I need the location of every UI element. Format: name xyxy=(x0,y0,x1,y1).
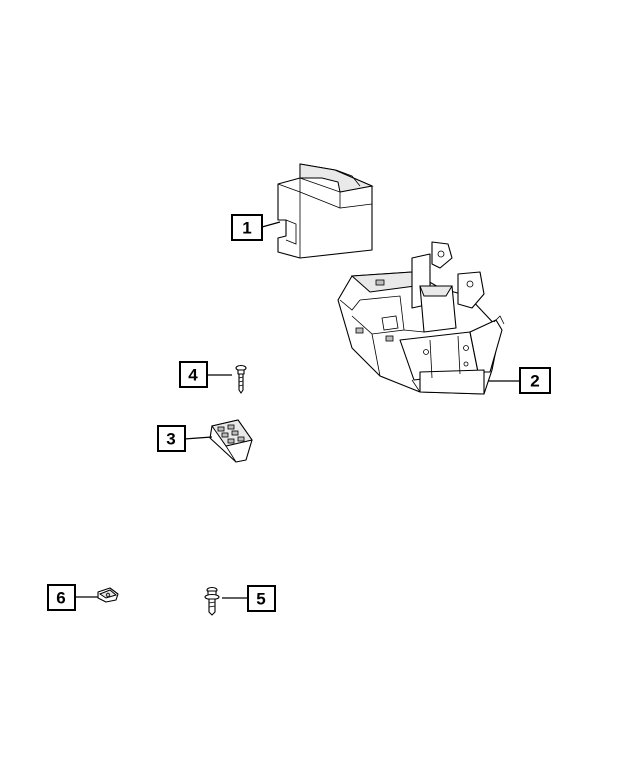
callout-3: 3 xyxy=(157,425,186,452)
callout-6: 6 xyxy=(47,584,76,611)
callout-label: 4 xyxy=(188,366,198,385)
callout-1: 1 xyxy=(231,214,263,241)
callout-label: 3 xyxy=(166,430,175,449)
part-2-battery-tray xyxy=(337,241,505,395)
callout-2: 2 xyxy=(519,367,551,394)
callout-label: 2 xyxy=(530,372,539,391)
callout-label: 6 xyxy=(56,589,65,608)
part-3-hold-down-clamp xyxy=(209,419,253,463)
leader-3 xyxy=(183,436,213,440)
callout-4: 4 xyxy=(179,361,208,388)
part-5-flange-bolt xyxy=(204,586,220,616)
part-4-bolt xyxy=(235,364,247,394)
callout-label: 5 xyxy=(256,590,265,609)
leader-1 xyxy=(261,221,281,228)
part-1-cover xyxy=(277,163,374,259)
callout-label: 1 xyxy=(242,219,251,238)
callout-5: 5 xyxy=(247,585,276,612)
part-6-clip-nut xyxy=(97,587,119,603)
